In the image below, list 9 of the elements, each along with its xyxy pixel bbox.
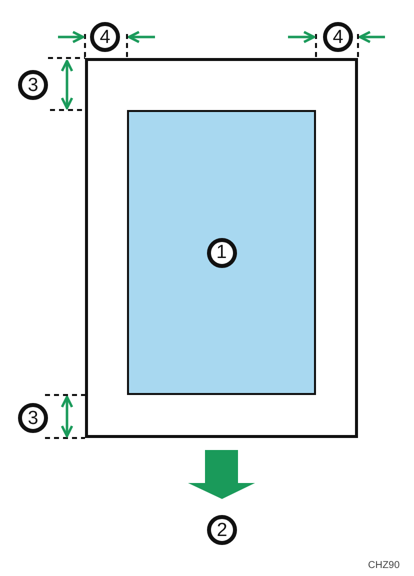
callout-number: 3 [18,403,48,433]
callout-number: 1 [206,238,236,268]
figure-code: CHZ90 [368,560,400,571]
callout-number: 3 [18,70,48,100]
printable-area [127,110,316,395]
callout-number: 4 [90,22,120,52]
callout-number: 2 [207,515,237,545]
paper-sheet [85,58,358,438]
callout-number: 4 [323,22,353,52]
